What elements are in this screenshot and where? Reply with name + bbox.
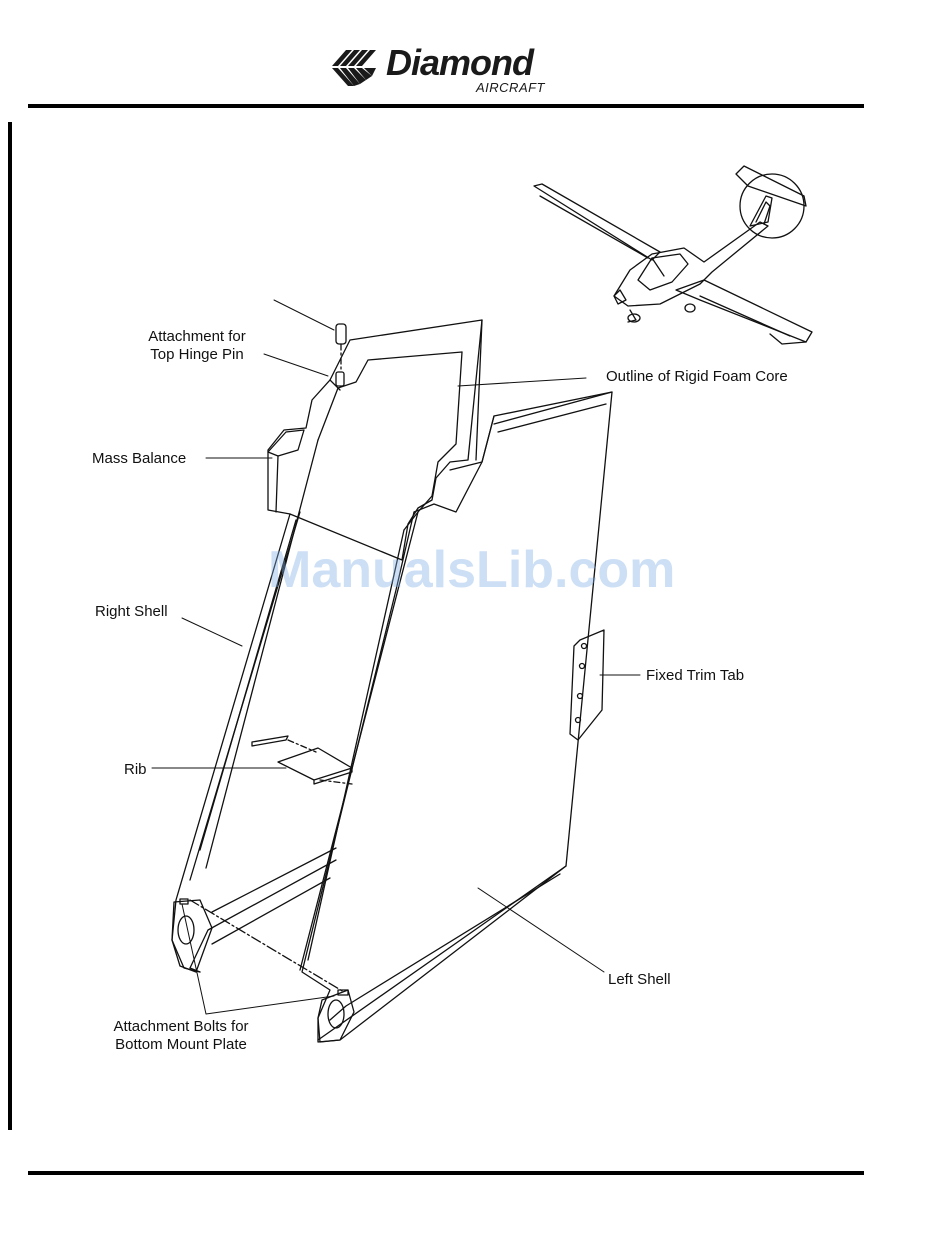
left-shell-outline [302, 392, 612, 1042]
label-hinge-pin: Attachment for Top Hinge Pin [138, 328, 256, 364]
right-shell-outline [268, 320, 482, 560]
watermark: ManualsLib.com [268, 540, 675, 600]
label-foam-core: Outline of Rigid Foam Core [606, 368, 788, 386]
label-right-shell: Right Shell [95, 603, 168, 621]
label-hinge-pin-line1: Attachment for [138, 328, 256, 346]
label-left-shell: Left Shell [608, 971, 671, 989]
label-attachment-bolts-line1: Attachment Bolts for [100, 1018, 262, 1036]
label-mass-balance: Mass Balance [92, 450, 186, 468]
label-attachment-bolts-line2: Bottom Mount Plate [100, 1036, 262, 1054]
label-fixed-trim-tab: Fixed Trim Tab [646, 667, 744, 685]
label-attachment-bolts: Attachment Bolts for Bottom Mount Plate [100, 1018, 262, 1054]
label-hinge-pin-line2: Top Hinge Pin [138, 346, 256, 364]
label-rib: Rib [124, 761, 147, 779]
foam-core-outline [404, 352, 462, 530]
aircraft-thumbnail [534, 166, 812, 344]
